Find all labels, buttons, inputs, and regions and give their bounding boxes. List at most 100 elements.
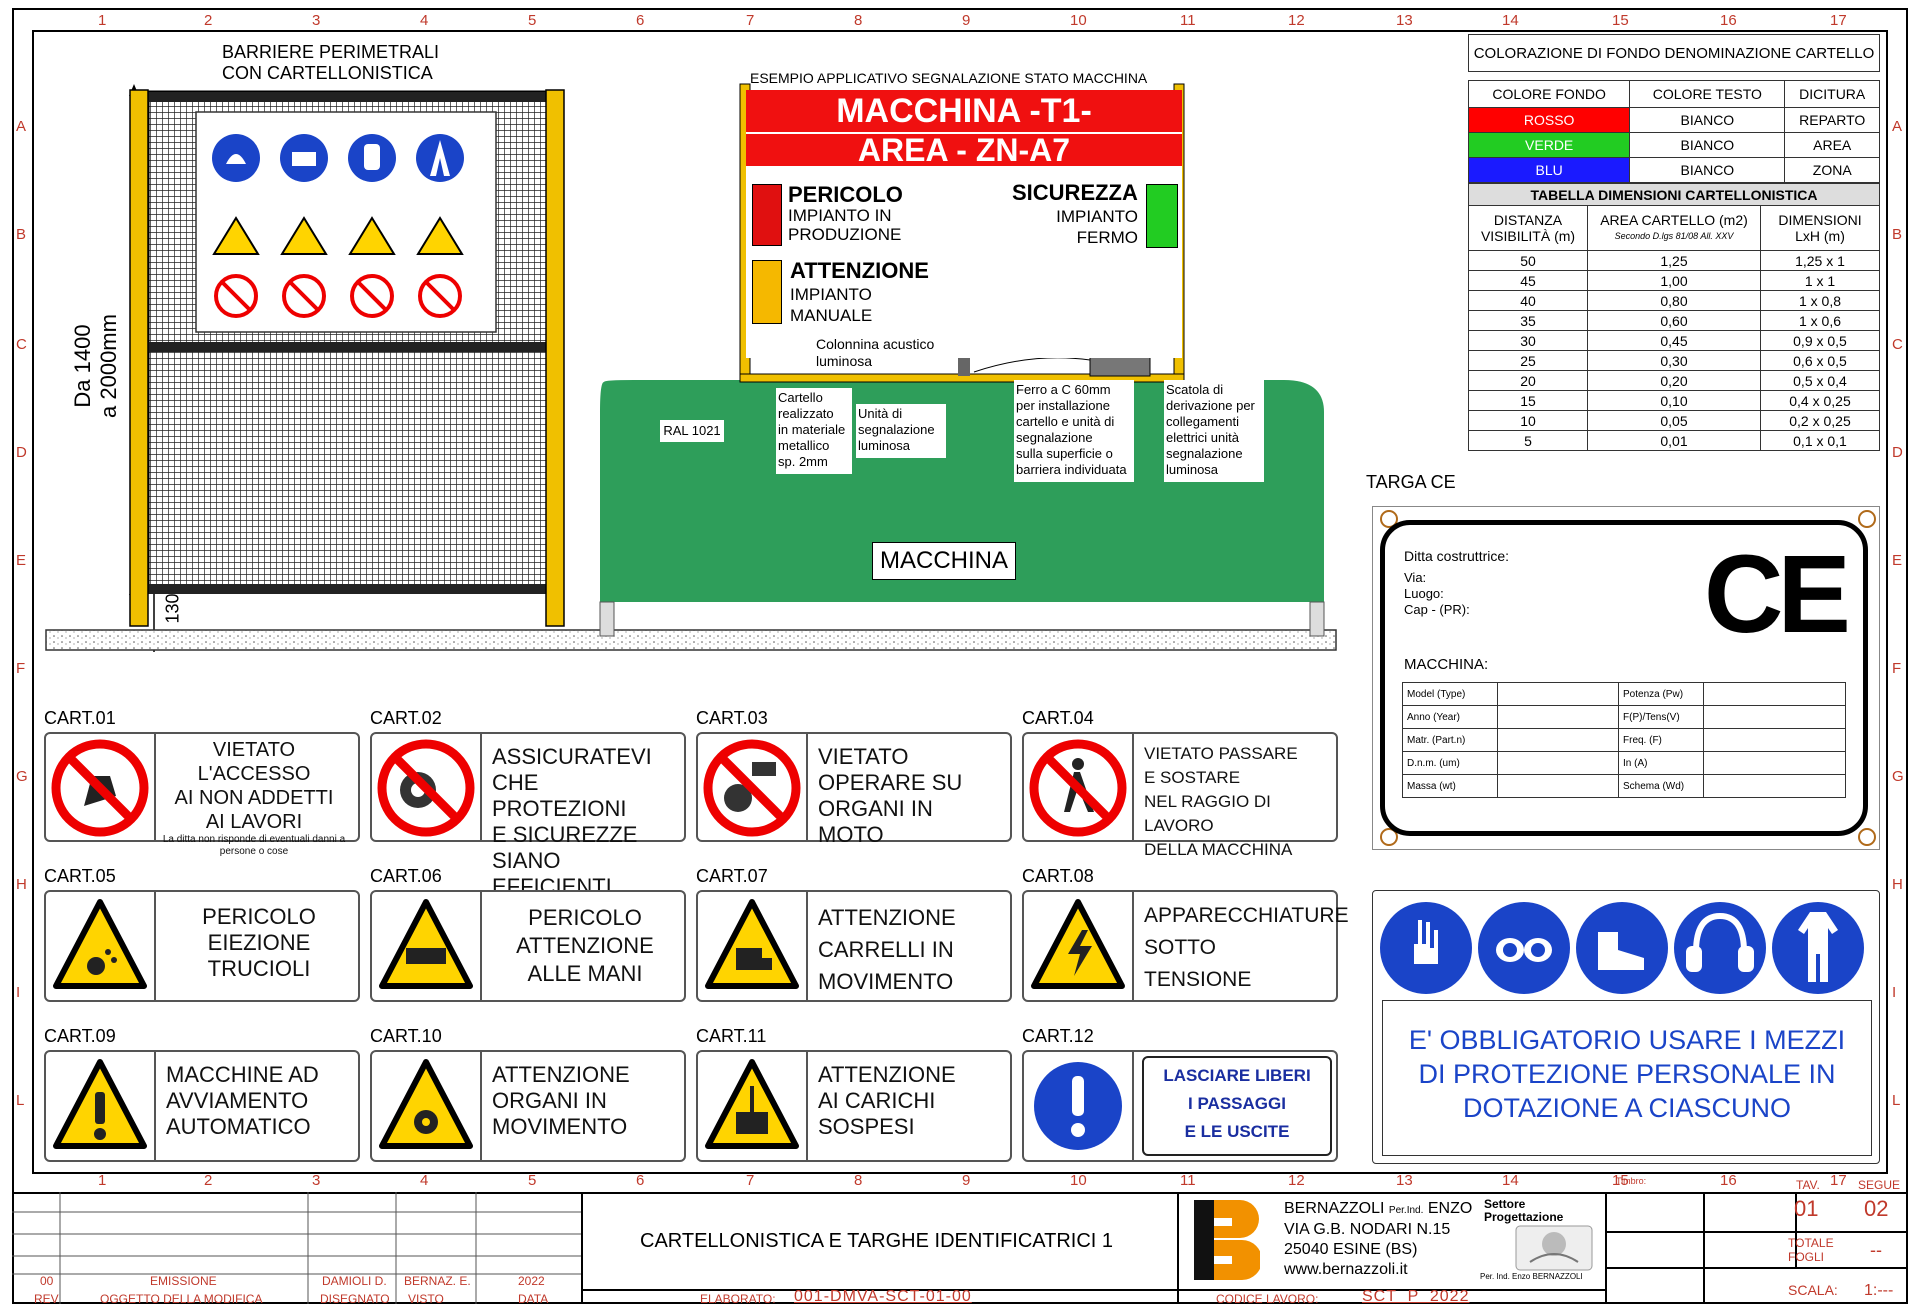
grid-row-label: H [1892,876,1903,893]
plate-screw-tr [1858,510,1876,528]
sign-line: EIEZIONE [207,930,311,955]
ce-plate-title: TARGA CE [1366,472,1456,492]
ce-fields-table: Model (Type)Potenza (Pw)Anno (Year)F(P)/… [1402,682,1846,798]
dim-table-cell: 0,30 [1587,350,1761,371]
color-testo-cell: BIANCO [1629,107,1786,133]
grid-row-label: B [1892,226,1903,243]
grid-row-label: D [1892,444,1903,461]
sign-line: MOVIMENTO [492,1114,628,1139]
grid-row-label: H [16,876,27,893]
outer-border [12,8,1908,1304]
barrier-mini-signs [212,134,464,318]
sign-divider [154,892,156,1000]
grid-row-label: I [16,984,21,1001]
ppe-icons [1380,902,1864,994]
sign-line: PERICOLO [202,904,316,929]
codice-label: CODICE LAVORO: [1216,1292,1319,1306]
sign-divider [1132,734,1134,840]
grid-row-label: B [16,226,27,243]
ral-label: RAL 1021 [660,420,724,442]
grid-row-label: E [1892,552,1903,569]
color-dicitura-cell: AREA [1784,132,1880,158]
pericolo-label: PERICOLO [788,182,903,207]
grid-row-label: C [1892,336,1903,353]
dim-table-title: TABELLA DIMENSIONI CARTELLONISTICA [1468,183,1880,206]
ce-field-value [1497,705,1619,729]
dim-table-cell: 30 [1468,330,1588,351]
dim-table-cell: 0,2 x 0,25 [1760,410,1880,431]
ce-field-label: F(P)/Tens(V) [1618,705,1704,729]
dim-table-cell: 0,45 [1587,330,1761,351]
color-table-title: COLORAZIONE DI FONDO DENOMINAZIONE CARTE… [1468,34,1880,72]
sign-line: ORGANI IN [492,1088,607,1113]
sign-divider [154,1052,156,1160]
grid-col-label: 1 [98,1172,107,1189]
ce-field-value [1703,705,1846,729]
dim-table-cell: 15 [1468,390,1588,411]
sign-line: LASCIARE LIBERI [1163,1066,1311,1085]
sign-code: CART.08 [1022,866,1094,886]
note-line: segnalazione [1016,430,1093,445]
dim-table-cell: 1 x 1 [1760,270,1880,291]
rev-number: 00 [40,1274,54,1288]
grid-col-label: 7 [746,1172,755,1189]
ce-macchina-label: MACCHINA: [1404,656,1489,673]
grid-row-label: A [1892,118,1903,135]
note-line: sulla superficie o [1016,446,1113,461]
sign-line: E SICUREZZE [492,822,638,847]
grid-col-label: 16 [1720,1172,1737,1189]
sign-line: ALLE MANI [527,961,643,986]
barrier-title: BARRIERE PERIMETRALI CON CARTELLONISTICA [222,42,439,84]
hand-crush-icon [376,896,476,996]
ce-mark: CE [1704,533,1851,656]
ce-field-row: Matr. (Part.n)Freq. (F) [1402,728,1846,752]
grid-col-label: 12 [1288,12,1305,29]
note-line: per installazione [1016,398,1110,413]
ground-slab [45,629,1337,651]
sign-code: CART.01 [44,708,116,728]
dim-table-cell: 0,6 x 0,5 [1760,350,1880,371]
attenzione-label: ATTENZIONE [790,258,929,283]
sign-line: VIETATO [818,744,909,769]
sign-line: ORGANI IN MOTO [818,796,933,847]
ppe-gloves-icon [1380,902,1472,994]
sign-line: VIETATO L'ACCESSO [197,739,311,785]
ce-field-label: Model (Type) [1402,682,1498,706]
dim-table-cell: 1,25 x 1 [1760,250,1880,271]
sign-code: CART.07 [696,866,768,886]
note-line: Ferro a C 60mm [1016,382,1111,397]
inner-border [32,30,1888,1174]
grid-col-label: 5 [528,1172,537,1189]
note-line: cartello e unità di [1016,414,1115,429]
grid-col-label: 15 [1612,12,1629,29]
grid-row-label: F [16,660,26,677]
scala-label: SCALA: [1788,1282,1838,1298]
grid-col-label: 4 [420,1172,429,1189]
sign-divider [480,892,482,1000]
sign-line: APPARECCHIATURE [1144,904,1349,927]
no-entry-hand-icon [50,738,150,838]
ce-plate-frame [1372,506,1880,850]
segue-label: SEGUE [1858,1178,1901,1192]
sign-note: La ditta non risponde di eventuali danni… [162,834,346,857]
area-name-line: AREA - ZN-A7 [857,132,1071,168]
sign-line: OPERARE SU [818,770,963,795]
sign-line: AUTOMATICO [166,1114,311,1139]
grid-row-label: L [1892,1092,1901,1109]
ce-address-fields: Via:Luogo:Cap - (PR): [1404,570,1470,617]
sign-divider [806,1052,808,1160]
dim-table-cell: 20 [1468,370,1588,391]
sign-line: TRUCIOLI [207,956,311,981]
